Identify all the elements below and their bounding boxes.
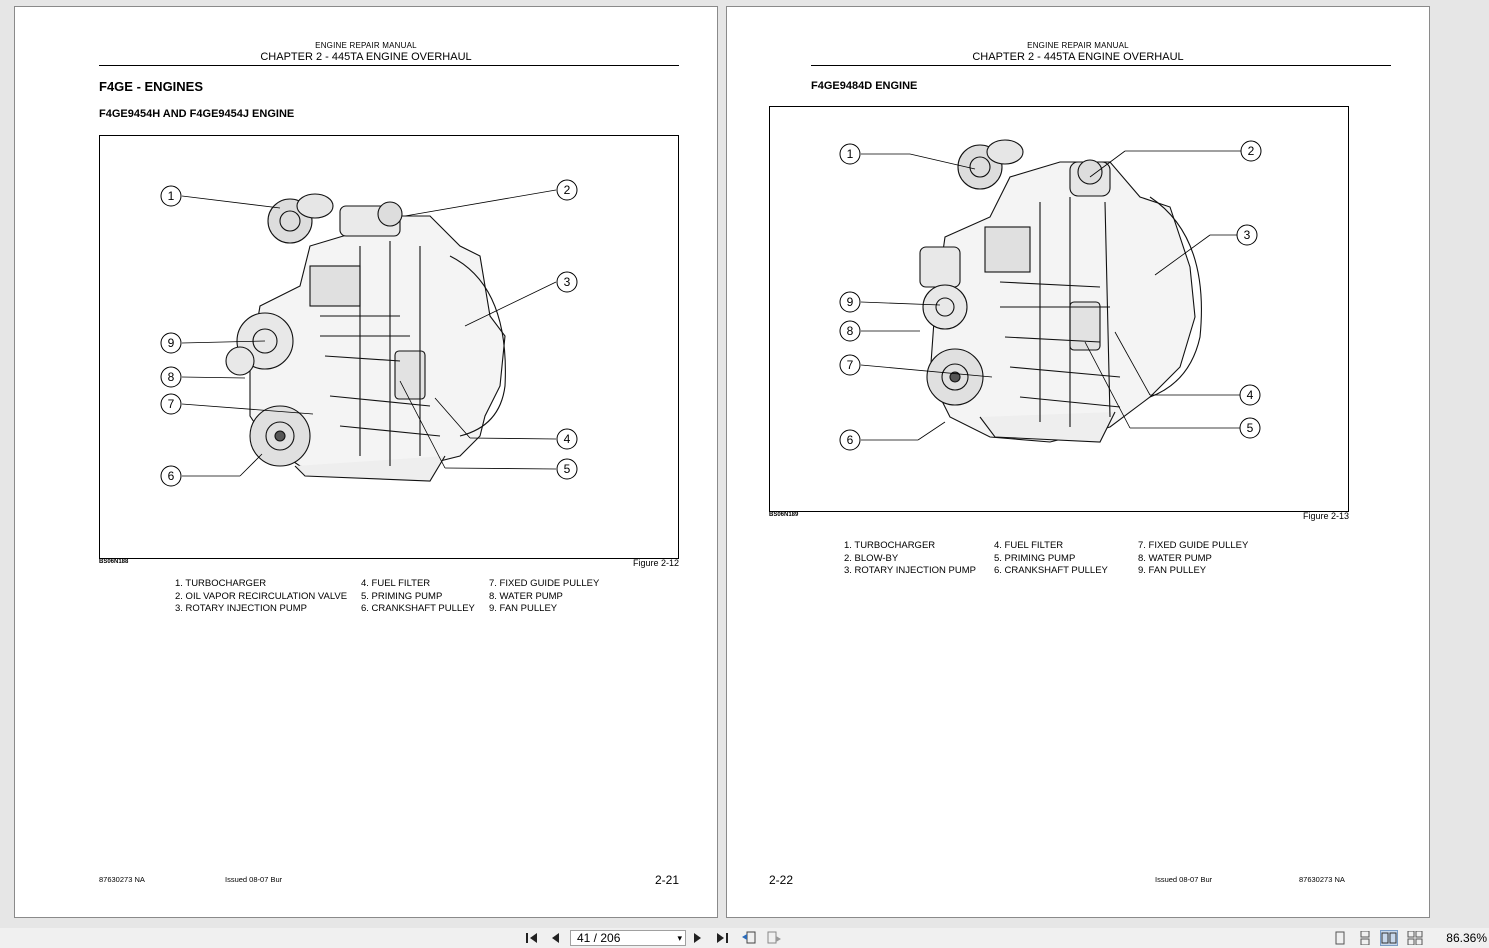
page-number-input[interactable]: 41 / 206 ▾ <box>570 930 686 946</box>
header-chapter-title: CHAPTER 2 - 445TA ENGINE OVERHAUL <box>260 51 472 63</box>
back-view-icon <box>742 931 756 944</box>
figure-label: Figure 2-12 <box>632 558 679 568</box>
legend-item: 2. OIL VAPOR RECIRCULATION VALVE <box>175 590 348 602</box>
callout-7: 7 <box>168 397 175 411</box>
footer-issued: Issued 08-07 Bur <box>1155 875 1213 884</box>
callout-6: 6 <box>847 433 854 447</box>
viewer-toolbar: 41 / 206 ▾ 86.36% <box>0 928 1489 948</box>
chevron-down-icon[interactable]: ▾ <box>677 933 682 943</box>
document-page-right: ENGINE REPAIR MANUAL CHAPTER 2 - 445TA E… <box>726 6 1430 918</box>
facing-pages-icon <box>1381 932 1397 944</box>
callout-1: 1 <box>168 189 175 203</box>
legend-item: 7. FIXED GUIDE PULLEY <box>489 578 600 589</box>
legend-item: 7. FIXED GUIDE PULLEY <box>1138 540 1249 551</box>
legend-column: 1. TURBOCHARGER 2. OIL VAPOR RECIRCULATI… <box>175 578 347 616</box>
figure-code: BS06N189 <box>769 512 799 518</box>
header-manual-title: ENGINE REPAIR MANUAL <box>315 41 417 50</box>
header-divider <box>811 65 1391 66</box>
callout-4: 4 <box>564 432 571 446</box>
first-page-icon <box>526 933 537 943</box>
legend-item: 4. FUEL FILTER <box>361 578 431 589</box>
callout-6: 6 <box>168 469 175 483</box>
legend-item: 5. PRIMING PUMP <box>994 552 1076 564</box>
legend-item: 8. WATER PUMP <box>489 590 563 602</box>
legend-item: 9. FAN PULLEY <box>1138 565 1207 576</box>
legend-column: 7. FIXED GUIDE PULLEY 8. WATER PUMP 9. F… <box>489 578 599 616</box>
single-page-icon <box>1335 931 1345 945</box>
continuous-facing-view-button[interactable] <box>1406 930 1424 946</box>
figure-label: Figure 2-13 <box>1302 511 1349 521</box>
callout-1: 1 <box>847 147 854 161</box>
back-view-button[interactable] <box>740 930 758 946</box>
zoom-level[interactable]: 86.36% <box>1446 931 1487 945</box>
legend-item: 9. FAN PULLEY <box>489 603 558 614</box>
legend-column: 4. FUEL FILTER 5. PRIMING PUMP 6. CRANKS… <box>361 578 475 616</box>
footer-doc-number: 87630273 NA <box>99 875 145 884</box>
legend-item: 6. CRANKSHAFT PULLEY <box>361 603 475 614</box>
next-page-icon <box>694 933 701 943</box>
legend-item: 5. PRIMING PUMP <box>361 590 443 602</box>
section-title: F4GE - ENGINES <box>99 79 204 94</box>
figure-code: BS06N188 <box>99 559 129 565</box>
page-indicator: 41 / 206 <box>577 931 621 945</box>
page-number: 2-22 <box>769 873 794 887</box>
header-chapter-title: CHAPTER 2 - 445TA ENGINE OVERHAUL <box>972 51 1184 63</box>
legend-column: 4. FUEL FILTER 5. PRIMING PUMP 6. CRANKS… <box>994 540 1108 578</box>
last-page-button[interactable] <box>713 930 731 946</box>
previous-page-icon <box>552 933 559 943</box>
facing-pages-view-button[interactable] <box>1380 930 1398 946</box>
previous-page-button[interactable] <box>546 930 564 946</box>
legend-item: 8. WATER PUMP <box>1138 552 1212 564</box>
legend-column: 1. TURBOCHARGER 2. BLOW-BY 3. ROTARY INJ… <box>844 540 976 578</box>
continuous-view-button[interactable] <box>1356 930 1374 946</box>
callout-2: 2 <box>1248 144 1255 158</box>
engine-figure: 1 2 3 4 5 6 7 8 9 <box>769 106 1349 512</box>
next-page-button[interactable] <box>689 930 707 946</box>
header-divider <box>99 65 679 66</box>
engine-subtitle: F4GE9454H AND F4GE9454J ENGINE <box>99 108 295 120</box>
callout-8: 8 <box>168 370 175 384</box>
legend-item: 2. BLOW-BY <box>844 552 899 564</box>
callout-4: 4 <box>1247 388 1254 402</box>
engine-illustration: 1 2 3 4 5 6 7 8 9 <box>839 139 1262 451</box>
legend-item: 3. ROTARY INJECTION PUMP <box>844 565 976 576</box>
legend-item: 6. CRANKSHAFT PULLEY <box>994 565 1108 576</box>
callout-9: 9 <box>847 295 854 309</box>
legend-item: 4. FUEL FILTER <box>994 540 1064 551</box>
legend-item: 1. TURBOCHARGER <box>844 540 936 551</box>
footer-issued: Issued 08-07 Bur <box>225 875 283 884</box>
forward-view-icon <box>767 931 781 944</box>
engine-subtitle: F4GE9484D ENGINE <box>811 80 918 92</box>
callout-8: 8 <box>847 324 854 338</box>
engine-figure: 1 2 3 4 5 6 7 8 9 <box>99 135 679 559</box>
last-page-icon <box>717 933 728 943</box>
continuous-facing-icon <box>1407 931 1423 945</box>
callout-9: 9 <box>168 336 175 350</box>
engine-illustration: 1 2 3 4 5 6 7 8 9 <box>160 179 578 487</box>
footer-doc-number: 87630273 NA <box>1299 875 1345 884</box>
callout-3: 3 <box>1244 228 1251 242</box>
header-manual-title: ENGINE REPAIR MANUAL <box>1027 41 1129 50</box>
callout-7: 7 <box>847 358 854 372</box>
callout-2: 2 <box>564 183 571 197</box>
page-number: 2-21 <box>654 873 679 887</box>
callout-5: 5 <box>1247 421 1254 435</box>
first-page-button[interactable] <box>523 930 541 946</box>
callout-3: 3 <box>564 275 571 289</box>
single-page-view-button[interactable] <box>1331 930 1349 946</box>
legend-item: 1. TURBOCHARGER <box>175 578 267 589</box>
forward-view-button[interactable] <box>765 930 783 946</box>
callout-5: 5 <box>564 462 571 476</box>
document-page-left: ENGINE REPAIR MANUAL CHAPTER 2 - 445TA E… <box>14 6 718 918</box>
legend-column: 7. FIXED GUIDE PULLEY 8. WATER PUMP 9. F… <box>1138 540 1248 578</box>
continuous-icon <box>1360 931 1370 945</box>
legend-item: 3. ROTARY INJECTION PUMP <box>175 603 307 614</box>
